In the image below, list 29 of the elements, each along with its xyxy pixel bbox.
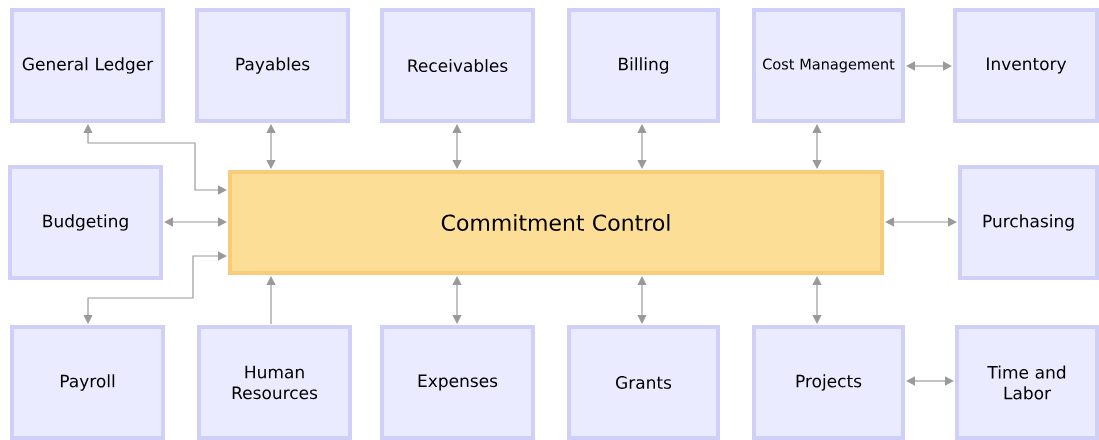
module-box: General Ledger xyxy=(10,8,165,123)
arrow xyxy=(452,124,462,169)
module-box: Time and Labor xyxy=(955,325,1099,440)
arrow xyxy=(164,217,227,227)
module-box: Budgeting xyxy=(8,165,163,280)
module-box: Purchasing xyxy=(958,165,1099,280)
arrow xyxy=(812,124,822,169)
arrow xyxy=(906,61,952,71)
arrow xyxy=(637,124,647,169)
arrow xyxy=(266,276,276,325)
arrow xyxy=(812,276,822,324)
arrow xyxy=(906,376,954,386)
arrow xyxy=(83,251,227,324)
module-box: Expenses xyxy=(380,325,535,440)
arrow xyxy=(266,124,276,169)
arrow xyxy=(83,124,227,195)
module-box: Inventory xyxy=(953,8,1099,123)
module-box: Receivables xyxy=(380,8,535,123)
module-box: Human Resources xyxy=(197,325,352,440)
module-box: Billing xyxy=(567,8,720,123)
arrow xyxy=(452,276,462,324)
module-box: Grants xyxy=(567,325,720,440)
module-box: Projects xyxy=(752,325,905,440)
module-box: Payables xyxy=(195,8,350,123)
module-box: Cost Management xyxy=(752,8,905,123)
module-box: Payroll xyxy=(10,325,165,440)
central-box: Commitment Control xyxy=(228,170,884,275)
arrow xyxy=(885,217,957,227)
arrow xyxy=(637,276,647,324)
